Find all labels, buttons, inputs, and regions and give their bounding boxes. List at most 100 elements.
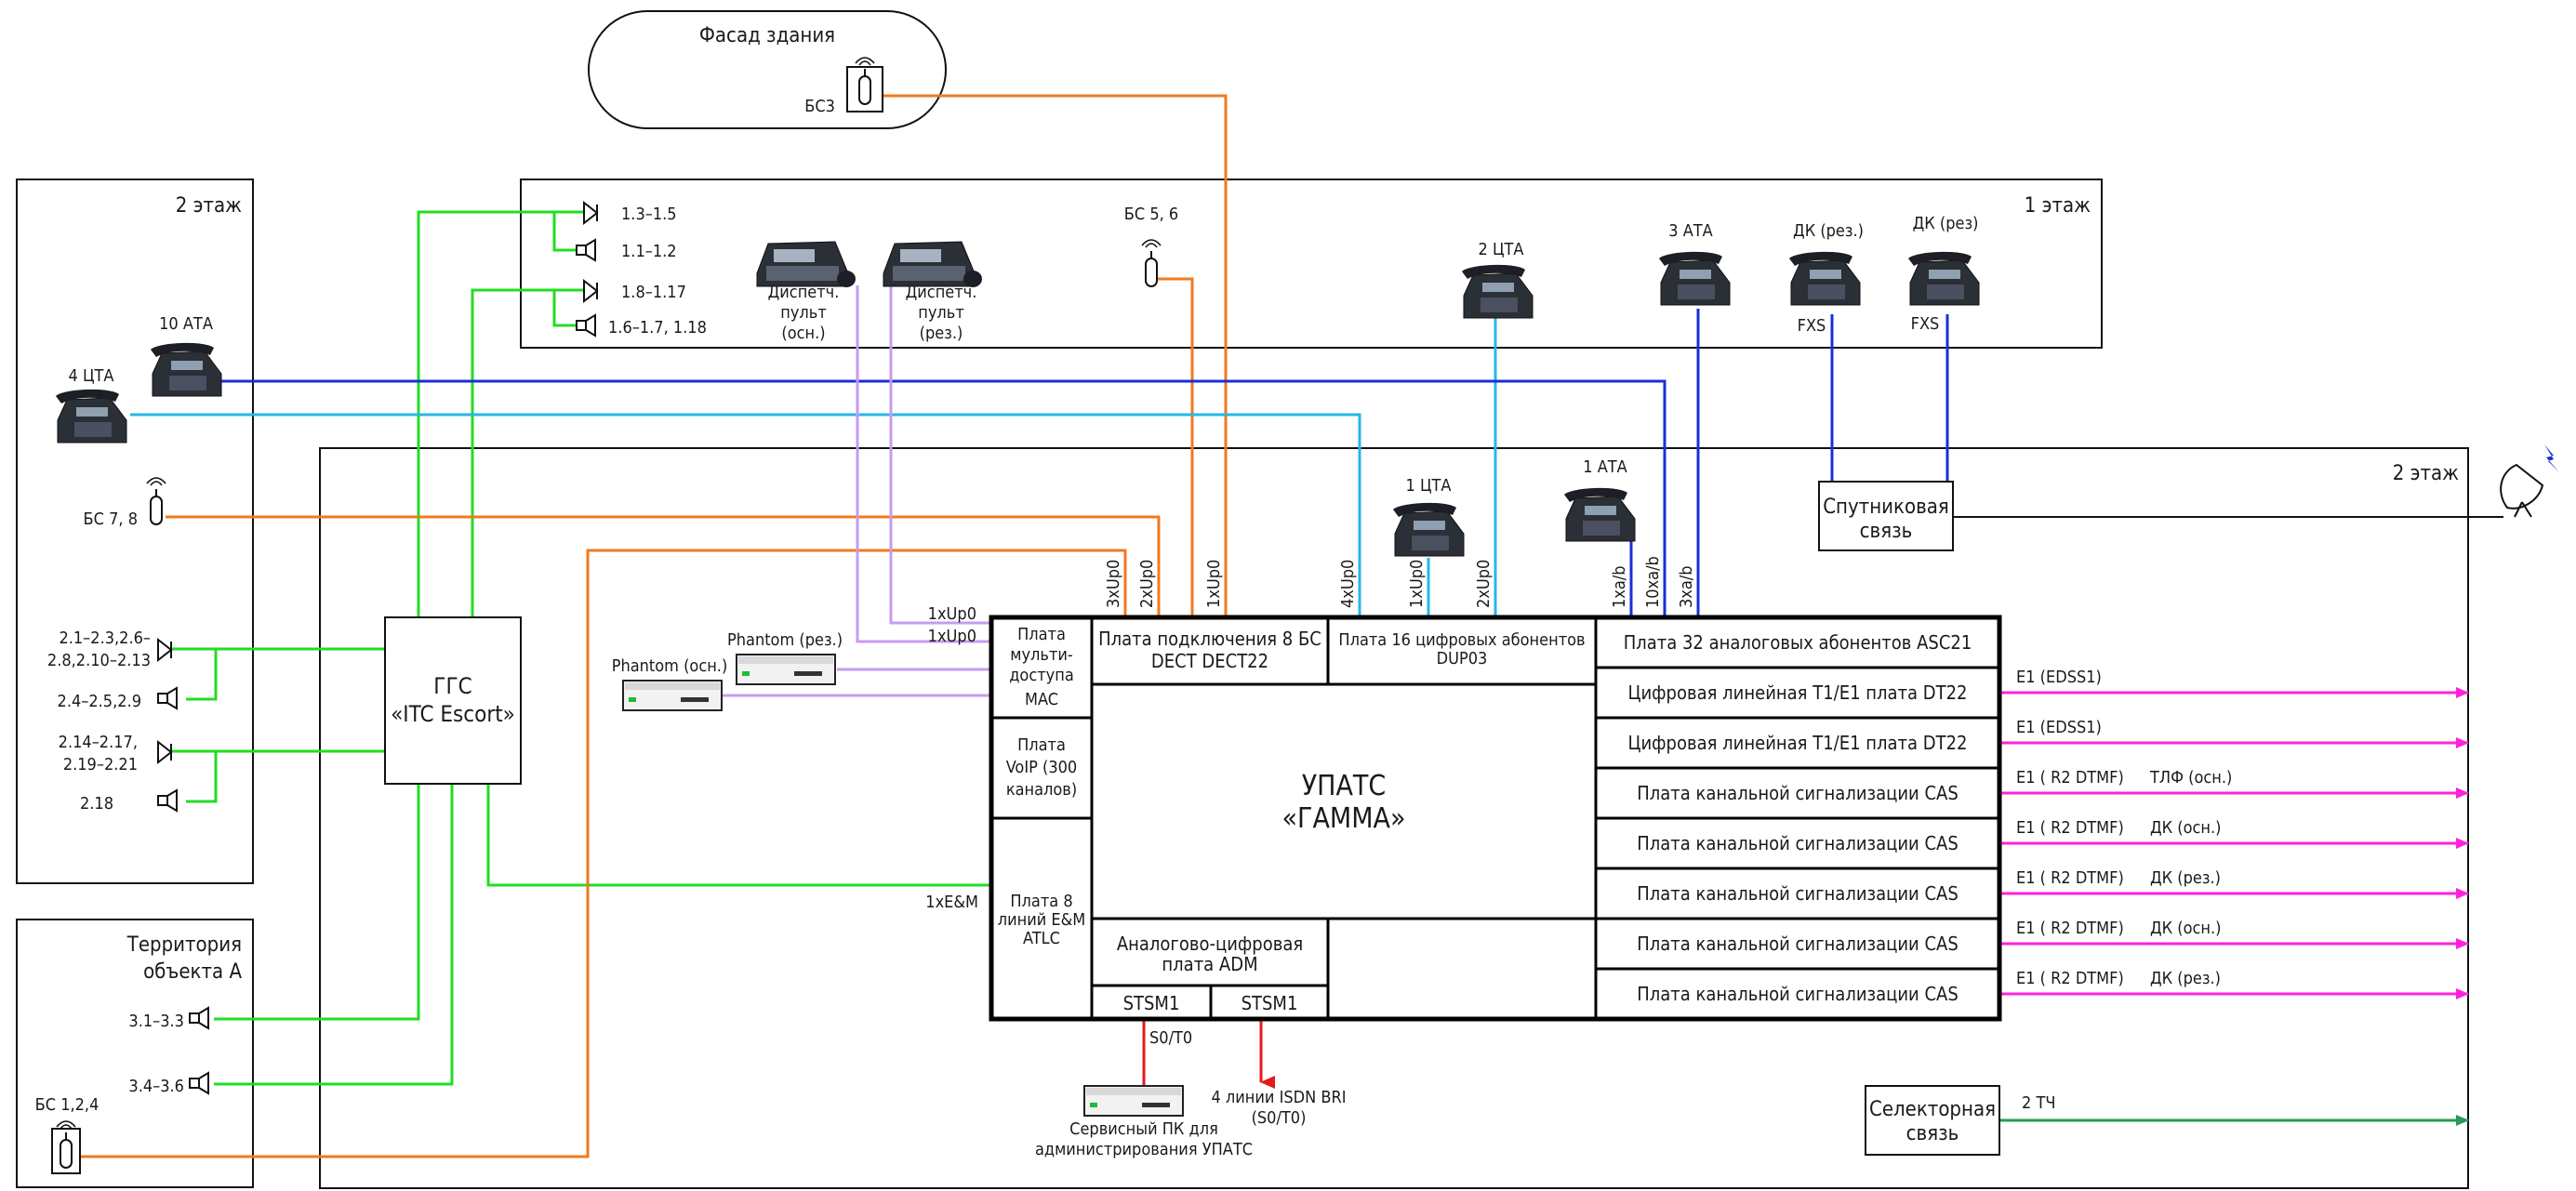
dect-lines <box>78 94 1228 1158</box>
phone-icon <box>1461 264 1534 319</box>
pbx-title-2: «ГАММА» <box>1282 802 1406 835</box>
speaker-f2-2: 2.4–2.5,2.9 <box>58 692 141 711</box>
ggs-label-2: «ITC Escort» <box>391 701 515 727</box>
speaker-icon <box>157 639 178 812</box>
selector-label-1: Селекторная <box>1869 1098 1996 1121</box>
satellite-label-1: Спутниковая <box>1823 496 1949 519</box>
satellite-box <box>1818 481 1954 551</box>
fxs-2-label: FXS <box>1911 314 1940 334</box>
territory-zone <box>16 919 254 1188</box>
mac-up-1: 1xUp0 <box>928 604 976 624</box>
speaker-f2-3a: 2.14–2.17, <box>59 733 138 752</box>
console-osn-3: (осн.) <box>781 324 825 343</box>
voip-card-2: VoIP (300 <box>1006 758 1077 777</box>
right-card-5: Плата канальной сигнализации CAS <box>1637 832 1959 854</box>
console-res-1: Диспетч. <box>906 283 977 302</box>
em-card-2: линий E&M <box>998 910 1085 930</box>
ata1-label: 1 АТА <box>1583 457 1627 477</box>
s0-label: S0/T0 <box>1149 1028 1192 1048</box>
right-card-7: Плата канальной сигнализации CAS <box>1637 933 1959 955</box>
adm-card-2: плата ADM <box>1162 953 1257 975</box>
console-icon <box>756 241 856 288</box>
speaker-icon <box>576 202 598 337</box>
dect-card-2: DECT DECT22 <box>1151 650 1268 672</box>
ata3-label: 3 АТА <box>1668 221 1712 241</box>
voip-card-3: каналов) <box>1006 780 1077 800</box>
bs3-antenna-icon <box>846 57 883 112</box>
speaker-icon <box>189 1007 209 1094</box>
speaker-f1-1: 1.3–1.5 <box>621 205 677 224</box>
console-osn-2: пульт <box>780 303 827 323</box>
right-card-6: Плата канальной сигнализации CAS <box>1637 882 1959 905</box>
bs124-label: БС 1,2,4 <box>35 1095 100 1115</box>
console-icon <box>883 241 983 288</box>
dup-card-1: Плата 16 цифровых абонентов <box>1338 630 1585 650</box>
mac-card-3: доступа <box>1009 666 1074 685</box>
console-res-2: пульт <box>918 303 964 323</box>
svg-text:4xUp0: 4xUp0 <box>1338 560 1358 608</box>
adm-card-1: Аналогово-цифровая <box>1117 933 1303 955</box>
service-pc-label-1: Сервисный ПК для <box>1069 1119 1218 1139</box>
bs78-label: БС 7, 8 <box>84 509 138 529</box>
trunk-type-4: E1 ( R2 DTMF) <box>2016 818 2124 838</box>
phone-icon <box>150 342 222 397</box>
em-card-3: ATLC <box>1023 929 1060 948</box>
tch-label: 2 ТЧ <box>2022 1093 2055 1113</box>
trunk-dest-6: ДК (осн.) <box>2150 919 2221 938</box>
floor1-zone <box>520 179 2103 349</box>
territory-label-1: Территория <box>126 933 242 957</box>
floor1-zone-label: 1 этаж <box>2025 194 2091 218</box>
mac-up-2: 1xUp0 <box>928 627 976 646</box>
phone-icon <box>1907 251 1980 306</box>
isdn-label-1: 4 линии ISDN BRI <box>1211 1088 1346 1107</box>
digital-lines <box>130 309 1497 617</box>
ggs-lines <box>171 210 991 1086</box>
svg-text:3xa/b: 3xa/b <box>1677 565 1696 608</box>
voip-card-1: Плата <box>1017 735 1066 755</box>
console-lines <box>722 285 991 697</box>
svg-text:1xUp0: 1xUp0 <box>1204 560 1224 608</box>
phone-icon <box>55 389 127 443</box>
speaker-t-1: 3.1–3.3 <box>128 1012 184 1031</box>
phantom-res-label: Phantom (рез.) <box>727 630 843 650</box>
svg-text:1xUp0: 1xUp0 <box>1407 560 1427 608</box>
link-labels: 3xUp0 2xUp0 1xUp0 4xUp0 1xUp0 2xUp0 1xa/… <box>1104 556 1696 608</box>
trunk-type-3: E1 ( R2 DTMF) <box>2016 768 2124 787</box>
trunk-type-2: E1 (EDSS1) <box>2016 718 2102 737</box>
speaker-f2-4: 2.18 <box>80 794 113 814</box>
phantom-icon <box>622 680 723 711</box>
phantom-osn-label: Phantom (осн.) <box>612 656 728 676</box>
territory-label-2: объекта А <box>143 960 242 984</box>
phantom-icon <box>736 654 836 685</box>
phone-icon <box>1392 502 1465 557</box>
dk-res-1-label: ДК (рез.) <box>1793 221 1864 241</box>
facade-zone-label: Фасад здания <box>699 24 835 47</box>
analog-lines <box>219 309 1949 617</box>
selector-box <box>1865 1085 2000 1156</box>
cta4-label: 4 ЦТА <box>69 366 114 386</box>
fxs-1-label: FXS <box>1798 316 1826 336</box>
bs3-label: БС3 <box>804 97 835 116</box>
speaker-f1-2: 1.1–1.2 <box>621 242 677 261</box>
isdn-label-2: (S0/T0) <box>1252 1108 1307 1128</box>
bs56-label: БС 5, 6 <box>1124 205 1178 224</box>
svg-text:3xUp0: 3xUp0 <box>1104 560 1123 608</box>
speaker-f2-1b: 2.8,2.10–2.13 <box>47 651 151 670</box>
speaker-f1-4: 1.6–1.7, 1.18 <box>608 318 707 337</box>
floor2-left-zone <box>16 179 254 884</box>
right-card-2: Цифровая линейная T1/E1 плата DT22 <box>1628 682 1968 704</box>
right-card-1: Плата 32 аналоговых абонентов ASC21 <box>1624 631 1972 654</box>
svg-text:10xa/b: 10xa/b <box>1643 556 1663 608</box>
dect-card-1: Плата подключения 8 БС <box>1098 628 1321 650</box>
console-res-3: (рез.) <box>920 324 963 343</box>
phone-icon <box>1658 251 1731 306</box>
speaker-f2-1a: 2.1–2.3,2.6– <box>59 629 151 648</box>
right-card-8: Плата канальной сигнализации CAS <box>1637 983 1959 1005</box>
satellite-dish-icon <box>2500 444 2559 518</box>
right-card-4: Плата канальной сигнализации CAS <box>1637 782 1959 804</box>
service-pc-icon <box>1083 1085 1184 1117</box>
ggs-label-1: ГГС <box>433 673 471 699</box>
svg-text:1xa/b: 1xa/b <box>1610 565 1629 608</box>
floor2-main-label: 2 этаж <box>2393 462 2459 485</box>
